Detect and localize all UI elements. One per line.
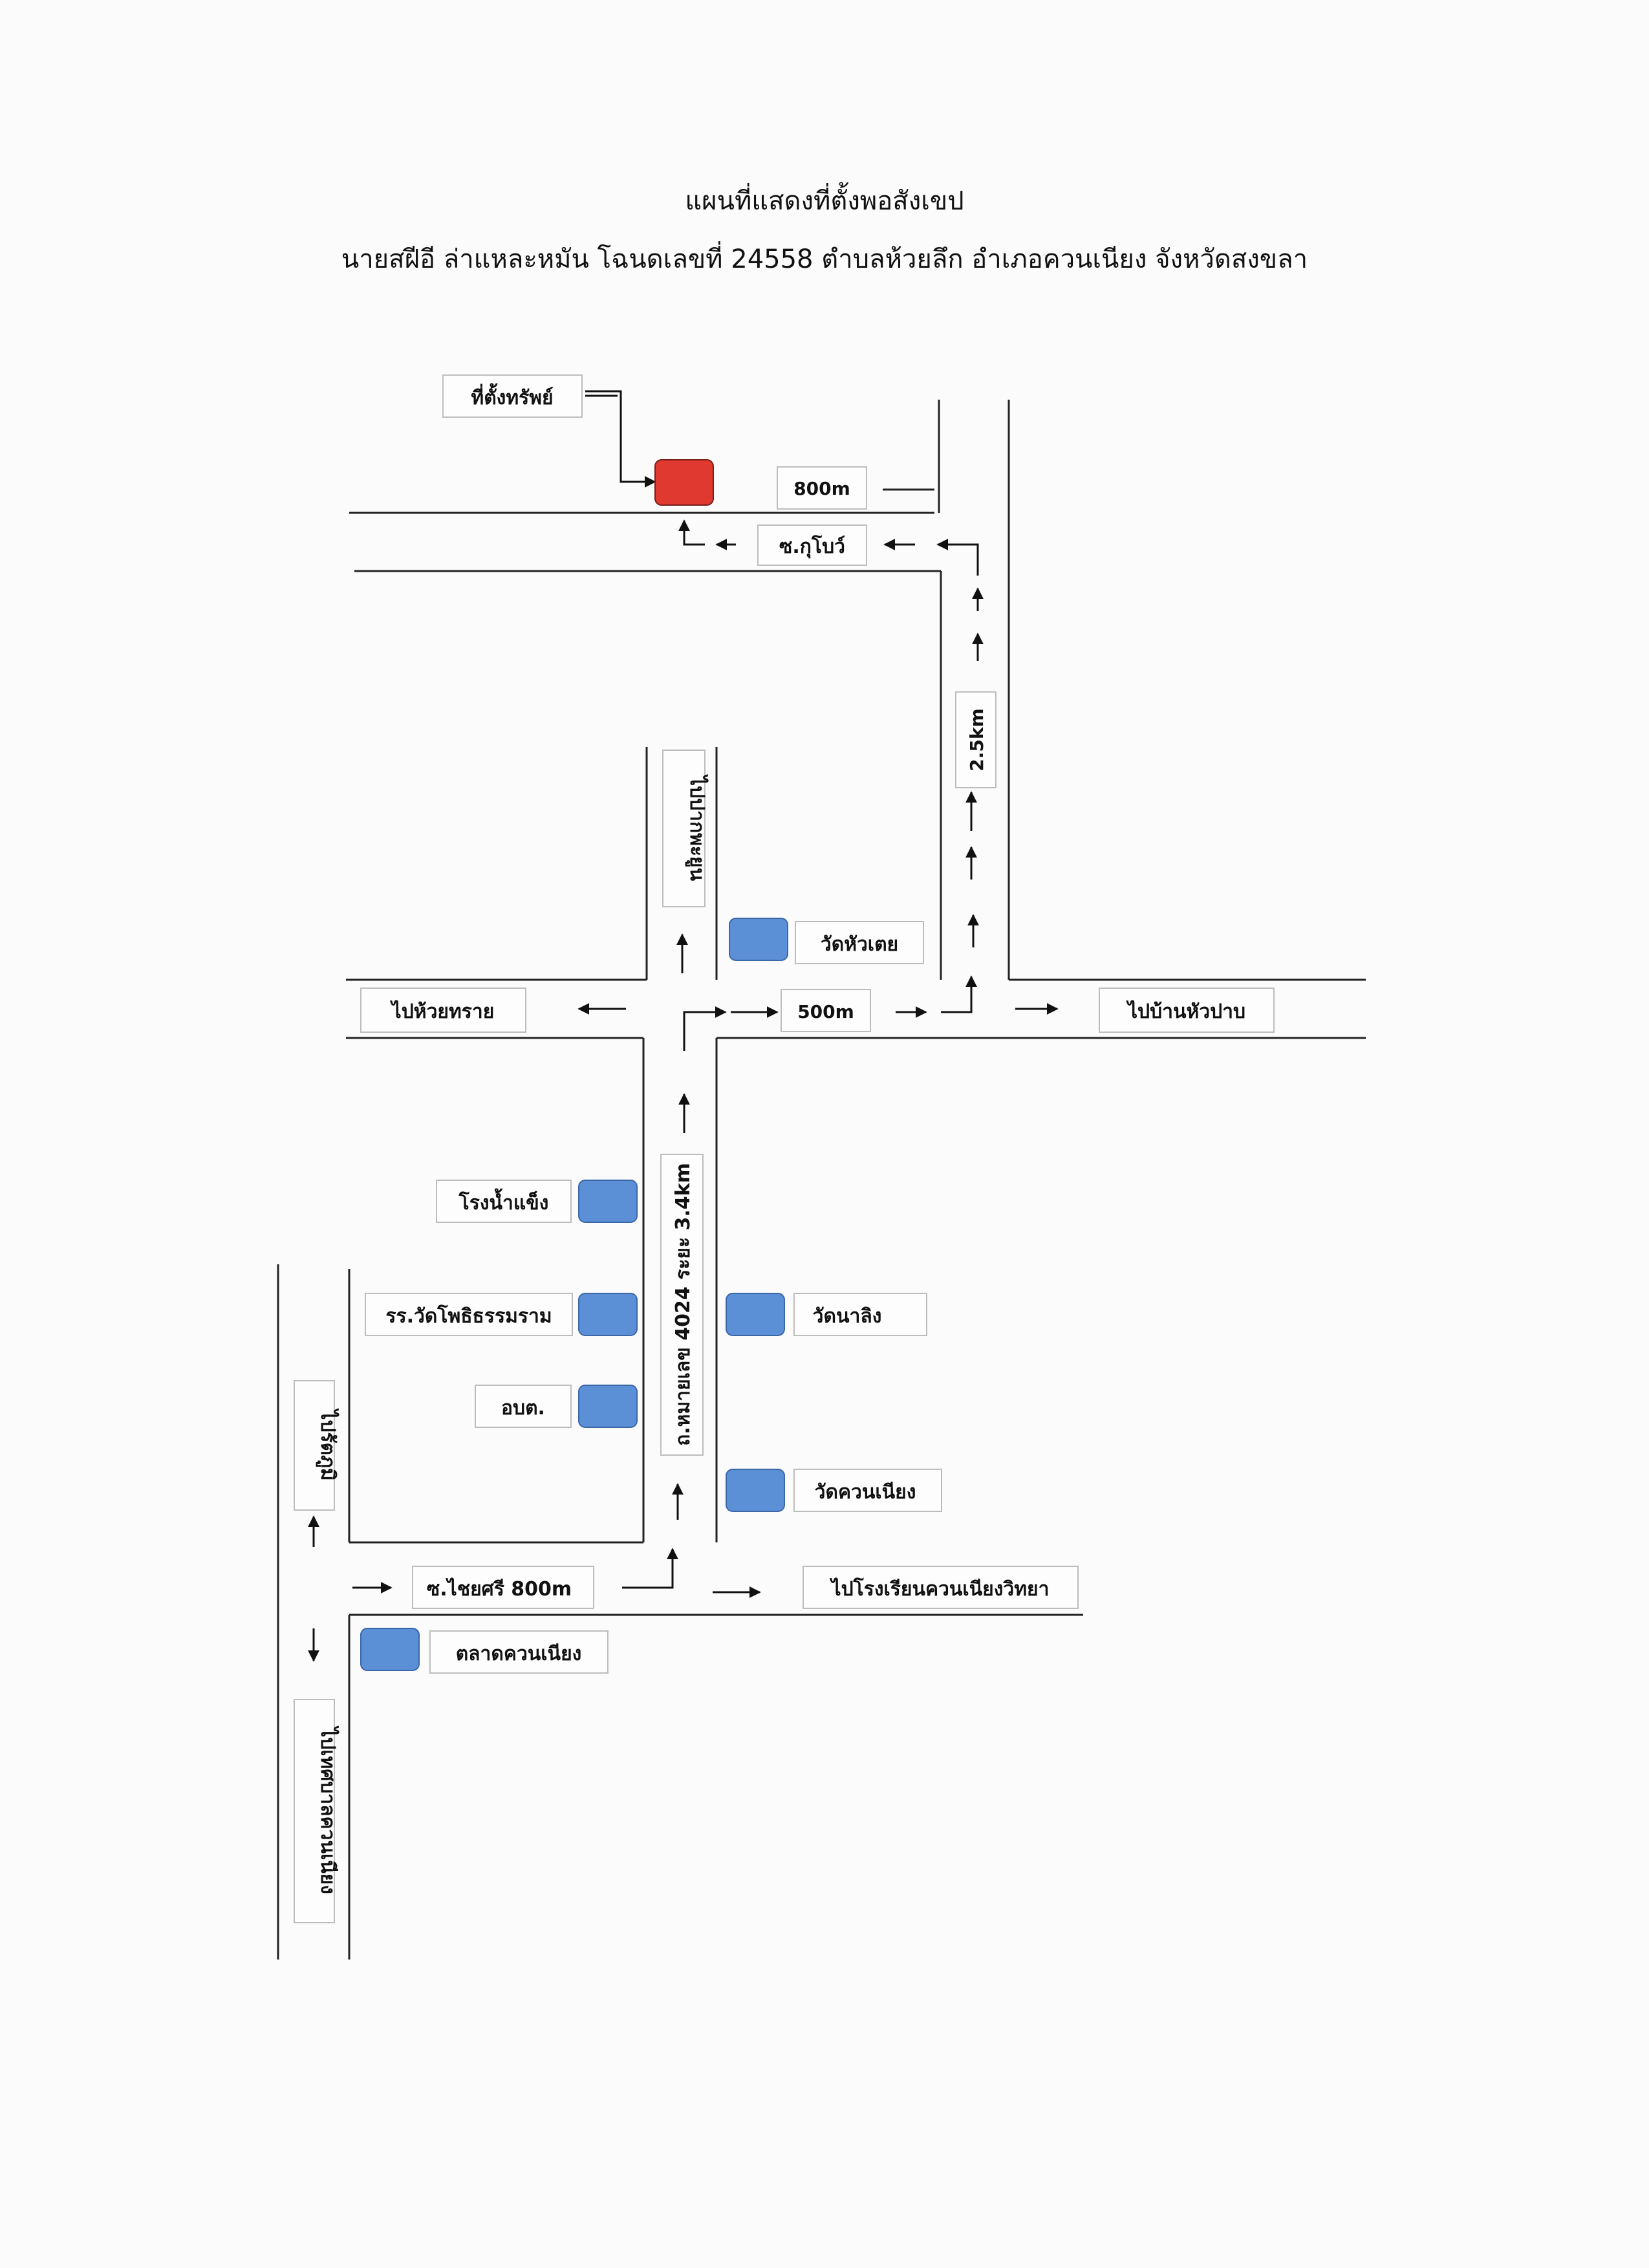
label-to-huai-sai-text: ไปห้วยทราย bbox=[390, 1000, 495, 1023]
label-soi-chaisri-text: ซ.ไชยศรี 800m bbox=[427, 1577, 572, 1601]
label-to-school-khuan-niang-text: ไปโรงเรียนควนเนียงวิทยา bbox=[830, 1577, 1050, 1601]
label-dist-25-text: 2.5km bbox=[966, 708, 987, 771]
property-marker bbox=[654, 459, 714, 506]
arrow-turn-chaisri bbox=[622, 1548, 678, 1589]
label-wat-hua-toei-text: วัดหัวเตย bbox=[821, 933, 898, 956]
label-to-rattaphum: ไปรัตภูมิ bbox=[294, 1380, 339, 1511]
landmark-marker-wat-khuan-niang bbox=[726, 1469, 785, 1512]
arrow-turn-north-east bbox=[941, 975, 977, 1013]
markers bbox=[360, 459, 788, 1671]
label-dist-25: 2.5km bbox=[955, 691, 997, 788]
label-to-pak-phayun-text: ไปปากพะยูน bbox=[685, 774, 709, 881]
landmark-marker-obt bbox=[578, 1385, 638, 1428]
label-dist-800: 800m bbox=[777, 466, 867, 510]
label-wat-khuan-niang-text: วัดควนเนียง bbox=[815, 1481, 916, 1504]
direction-arrows bbox=[308, 390, 1059, 1662]
label-to-municipality-text: ไปเทศบาลควนเนียง bbox=[316, 1725, 339, 1894]
landmark-marker-ice-factory bbox=[578, 1180, 638, 1223]
label-to-school-khuan-niang: ไปโรงเรียนควนเนียงวิทยา bbox=[803, 1566, 1079, 1609]
label-wat-na-ling: วัดนาลิง bbox=[793, 1293, 927, 1336]
label-ice-factory-text: โรงน้ำแข็ง bbox=[458, 1188, 549, 1215]
label-wat-na-ling-text: วัดนาลิง bbox=[813, 1305, 882, 1328]
label-road-4024: ถ.หมายเลข 4024 ระยะ 3.4km bbox=[660, 1154, 704, 1456]
label-to-rattaphum-text: ไปรัตภูมิ bbox=[316, 1408, 339, 1480]
label-road-4024-text: ถ.หมายเลข 4024 ระยะ 3.4km bbox=[672, 1163, 695, 1446]
landmark-marker-market bbox=[360, 1628, 420, 1671]
landmark-marker-wat-hua-toei bbox=[729, 918, 788, 961]
label-wat-khuan-niang: วัดควนเนียง bbox=[793, 1469, 942, 1512]
label-to-ban-hua-pan-text: ไปบ้านหัวปาบ bbox=[1126, 1000, 1245, 1023]
label-school-wat-pho-text: รร.วัดโพธิธรรมราม bbox=[385, 1304, 552, 1328]
label-to-ban-hua-pan: ไปบ้านหัวปาบ bbox=[1099, 988, 1275, 1033]
arrow-turn-main bbox=[683, 1006, 727, 1051]
label-school-wat-pho: รร.วัดโพธิธรรมราม bbox=[365, 1293, 573, 1336]
label-dist-500: 500m bbox=[781, 989, 871, 1032]
label-soi-kubo: ซ.กุโบว์ bbox=[757, 524, 867, 566]
label-soi-chaisri: ซ.ไชยศรี 800m bbox=[412, 1566, 594, 1609]
property-pointer-arrow bbox=[585, 390, 656, 488]
arrow-to-property bbox=[678, 519, 705, 546]
label-to-municipality: ไปเทศบาลควนเนียง bbox=[294, 1699, 339, 1923]
roads bbox=[277, 400, 1366, 1960]
label-property: ที่ตั้งทรัพย์ bbox=[442, 374, 583, 418]
label-obt-text: อบต. bbox=[501, 1397, 545, 1420]
label-property-text: ที่ตั้งทรัพย์ bbox=[471, 383, 553, 409]
labels: ที่ตั้งทรัพย์ 800m ซ.กุโบว์ วัดหัวเตย ไป… bbox=[294, 374, 1275, 1923]
label-market-text: ตลาดควนเนียง bbox=[456, 1643, 582, 1665]
map-subtitle: นายสฝีอี ล่าแหละหมัน โฉนดเลขที่ 24558 ตำ… bbox=[341, 244, 1308, 274]
map-title: แผนที่แสดงที่ตั้งพอสังเขป bbox=[685, 186, 964, 216]
label-ice-factory: โรงน้ำแข็ง bbox=[436, 1180, 572, 1223]
label-dist-500-text: 500m bbox=[797, 1001, 854, 1022]
label-wat-hua-toei: วัดหัวเตย bbox=[795, 921, 924, 964]
label-obt: อบต. bbox=[475, 1385, 572, 1428]
label-to-huai-sai: ไปห้วยทราย bbox=[360, 988, 526, 1033]
label-market: ตลาดควนเนียง bbox=[429, 1630, 609, 1674]
landmark-marker-wat-na-ling bbox=[726, 1293, 785, 1336]
label-dist-800-text: 800m bbox=[793, 478, 850, 499]
label-to-pak-phayun: ไปปากพะยูน bbox=[662, 750, 709, 907]
landmark-marker-school-wat-pho bbox=[578, 1293, 638, 1336]
arrow-turn-kubo bbox=[936, 539, 979, 576]
label-soi-kubo-text: ซ.กุโบว์ bbox=[779, 534, 845, 559]
